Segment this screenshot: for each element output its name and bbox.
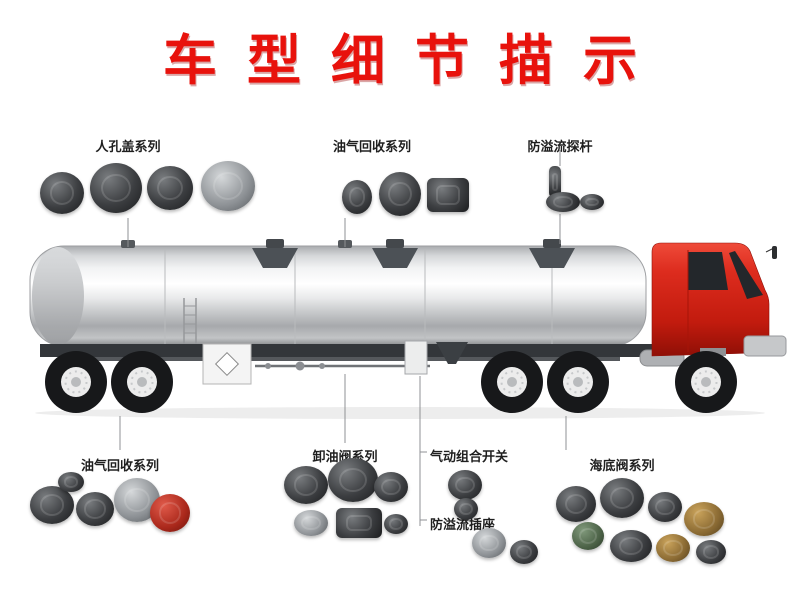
callout-label-manhole-cover-series: 人孔盖系列	[95, 139, 161, 154]
page-title: 车型细节描示	[163, 31, 667, 91]
part-photo	[328, 458, 378, 502]
part-photo	[472, 528, 506, 558]
part-photo	[201, 161, 255, 211]
part-photo	[684, 502, 724, 536]
part-photo	[427, 178, 469, 212]
callout-label-pneumatic-combination-switch: 气动组合开关	[430, 449, 509, 464]
part-photo	[30, 486, 74, 524]
part-photo	[374, 472, 408, 502]
part-photo	[58, 472, 84, 492]
part-photo	[76, 492, 114, 526]
part-photo	[448, 470, 482, 500]
part-photo	[342, 180, 372, 214]
callout-label-bottom-valve-series: 海底阀系列	[589, 458, 655, 473]
undercarriage-equipment	[202, 340, 685, 385]
part-photo	[656, 534, 690, 562]
part-photo	[40, 172, 84, 214]
part-photo	[379, 172, 421, 216]
part-photo	[510, 540, 538, 564]
callout-label-overflow-socket: 防溢流插座	[430, 517, 496, 532]
part-photo	[556, 486, 596, 522]
part-photo	[284, 466, 328, 504]
part-photo	[147, 166, 193, 210]
wheels	[45, 351, 737, 413]
callout-label-vapor-recovery-series-top: 油气回收系列	[332, 139, 412, 154]
part-photo	[90, 163, 142, 213]
part-photo	[549, 166, 561, 198]
part-photo	[610, 530, 652, 562]
callout-label-overflow-probe-rod: 防溢流探杆	[527, 139, 593, 154]
tractor-cab	[651, 242, 787, 357]
part-photo	[546, 192, 580, 212]
tank-trailer	[29, 239, 647, 347]
part-photo	[600, 478, 644, 518]
callout-lines	[119, 150, 567, 526]
part-photo	[580, 194, 604, 210]
part-photo	[384, 514, 408, 534]
part-photo	[454, 498, 478, 520]
part-photo	[648, 492, 682, 522]
part-photo	[696, 540, 726, 564]
part-photo	[150, 494, 190, 532]
part-photo	[572, 522, 604, 550]
part-photo	[336, 508, 382, 538]
callout-label-vapor-recovery-series-bottom: 油气回收系列	[80, 458, 160, 473]
part-photo	[294, 510, 328, 536]
